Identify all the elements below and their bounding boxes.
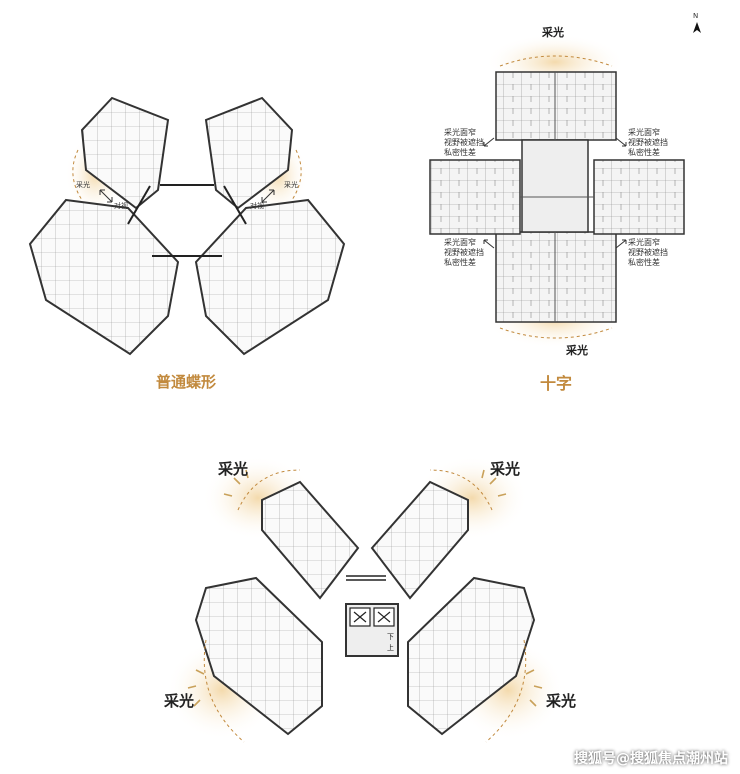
sun-ray-icon xyxy=(525,669,543,707)
facing-label: 对视 xyxy=(250,202,264,210)
light-arc xyxy=(203,639,245,743)
wing-lower-right xyxy=(407,576,536,736)
improved-butterfly-plan xyxy=(166,456,564,743)
facing-arrow xyxy=(261,189,275,203)
note-se: 采光面窄 视野被遮挡 私密性差 xyxy=(628,238,668,267)
wing-south xyxy=(495,231,617,323)
light-label: 采光 xyxy=(284,181,298,189)
light-arc xyxy=(237,469,301,511)
note-ne: 采光面窄 视野被遮挡 私密性差 xyxy=(628,128,668,157)
note-arrow xyxy=(615,137,627,147)
butterfly-plan xyxy=(28,96,346,356)
wing-lower-left xyxy=(28,198,180,356)
wing-upper-left xyxy=(261,480,360,600)
light-label-top: 采光 xyxy=(542,26,564,39)
light-label-se: 采光 xyxy=(546,692,577,710)
wing-upper-left xyxy=(80,96,170,210)
wing-north xyxy=(495,71,617,141)
stair-down-label: 下 xyxy=(387,633,394,641)
sun-ray-icon xyxy=(481,469,507,497)
north-label: N xyxy=(693,12,699,20)
facing-label: 对视 xyxy=(114,202,128,210)
corridor-line xyxy=(223,185,247,225)
wing-upper-right xyxy=(204,96,294,210)
light-arc xyxy=(291,149,302,201)
note-sw: 采光面窄 视野被遮挡 私密性差 xyxy=(444,238,484,267)
north-arrow-icon xyxy=(693,22,701,33)
light-arc xyxy=(499,55,613,67)
light-arc xyxy=(499,327,613,339)
light-label-ne: 采光 xyxy=(490,460,521,478)
light-label-sw: 采光 xyxy=(164,692,195,710)
cross-plan xyxy=(429,22,701,348)
note-arrow xyxy=(483,239,495,249)
light-arc xyxy=(485,639,527,743)
facing-arrow xyxy=(99,189,113,203)
stair-up-label: 上 xyxy=(387,644,394,652)
note-arrow xyxy=(483,137,495,147)
light-label: 采光 xyxy=(76,181,90,189)
light-label-nw: 采光 xyxy=(218,460,249,478)
wing-east xyxy=(593,159,685,235)
note-nw: 采光面窄 视野被遮挡 私密性差 xyxy=(444,128,484,157)
core xyxy=(521,139,589,233)
sun-ray-icon xyxy=(187,669,205,707)
wing-lower-left xyxy=(194,576,323,736)
wing-west xyxy=(429,159,521,235)
light-label-bottom: 采光 xyxy=(566,344,588,357)
caption-cross: 十字 xyxy=(540,374,573,393)
watermark: 搜狐号@搜狐焦点潮州站 xyxy=(574,751,728,767)
wing-lower-right xyxy=(194,198,346,356)
note-arrow xyxy=(615,239,627,249)
corridor-line xyxy=(127,185,151,225)
sun-ray-icon xyxy=(223,469,249,497)
light-arc xyxy=(72,149,83,201)
light-arc xyxy=(429,469,493,511)
wing-upper-right xyxy=(370,480,469,600)
caption-butterfly: 普通蝶形 xyxy=(156,373,217,391)
